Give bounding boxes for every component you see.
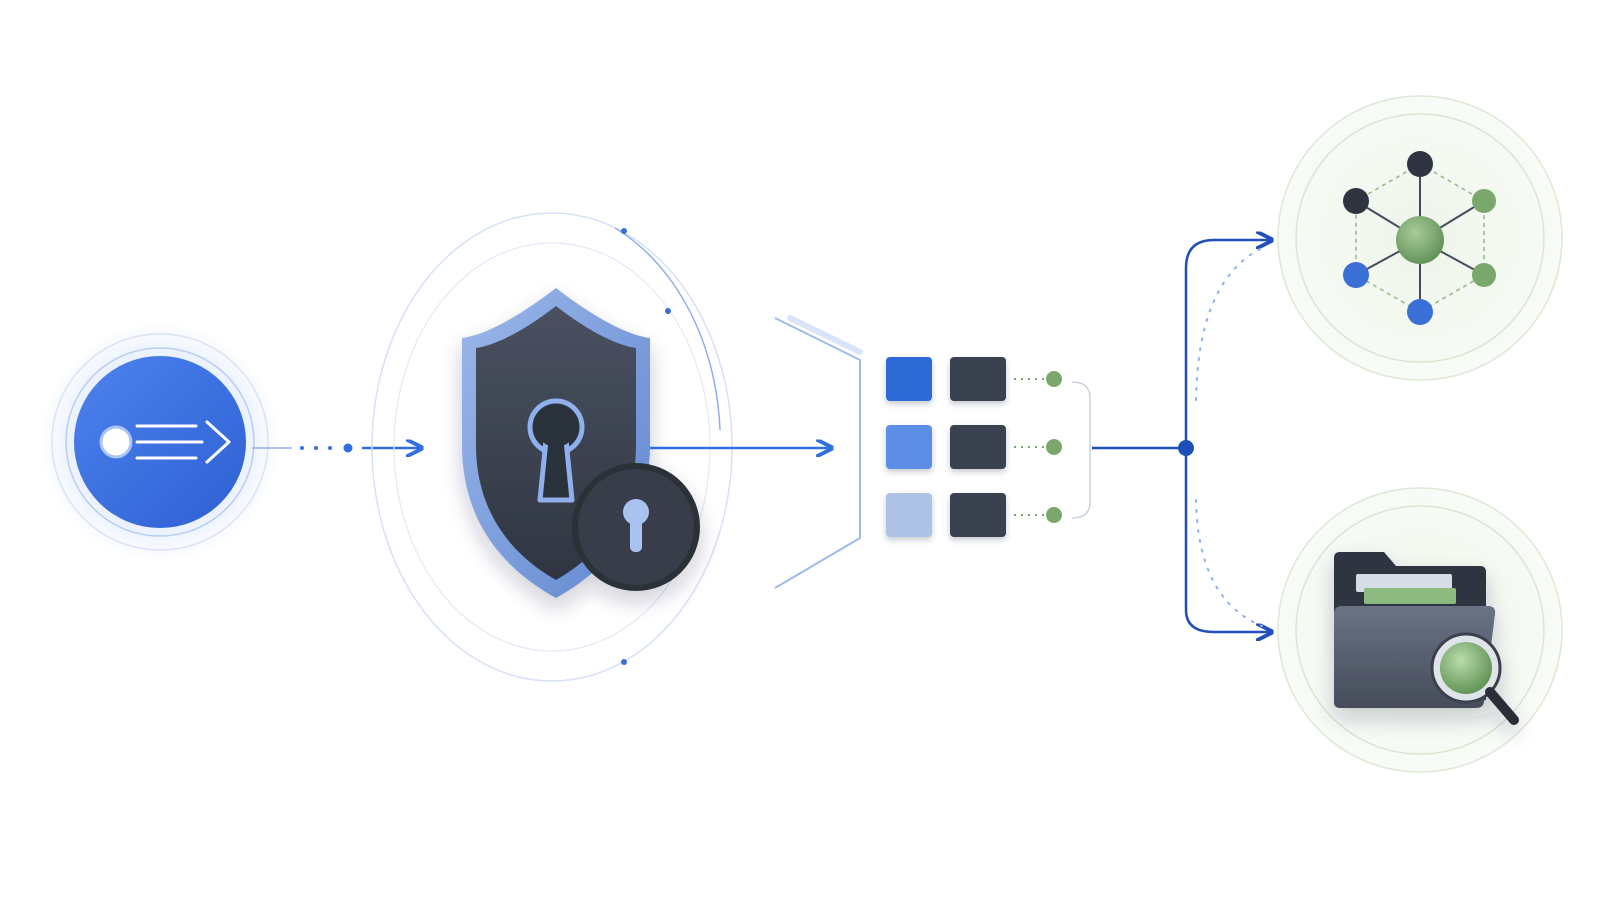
- branch-to-graph: [1184, 240, 1270, 448]
- funnel-bracket: [774, 315, 863, 589]
- data-block-colored: [886, 493, 932, 537]
- data-block-colored: [886, 357, 932, 401]
- network-graph-icon: [1343, 151, 1496, 325]
- graph-inner-ring: [1295, 113, 1545, 363]
- row-end-node: [1046, 439, 1062, 455]
- orbit-dot: [665, 308, 671, 314]
- row-end-node: [1046, 371, 1062, 387]
- orbit-dot: [621, 228, 627, 234]
- block-row: [886, 357, 1062, 401]
- source-inner-ring: [65, 347, 255, 537]
- block-row: [886, 425, 1062, 469]
- data-block-dark: [950, 425, 1006, 469]
- security-node: [371, 212, 733, 682]
- source-node: [40, 322, 280, 562]
- shield-keyhole-lock-icon: [462, 288, 700, 598]
- source-outer-ring: [51, 333, 269, 551]
- security-orbit-arc: [614, 227, 721, 431]
- row-end-node: [1046, 507, 1062, 523]
- search-node: [1277, 487, 1563, 773]
- stream-arrow-icon: [99, 420, 231, 464]
- orbit-dot: [621, 659, 627, 665]
- data-block-colored: [886, 425, 932, 469]
- folder-search-icon: [1334, 552, 1519, 725]
- dotted-branch-graph: [1195, 247, 1263, 401]
- graph-node: [1277, 95, 1563, 381]
- block-grid-icon: [886, 357, 1062, 537]
- partition-node: [774, 315, 1091, 589]
- branch-to-search: [1184, 448, 1270, 632]
- dotted-branch-search: [1195, 499, 1263, 627]
- block-row: [886, 493, 1062, 537]
- connector-partition-branch: [1092, 240, 1270, 632]
- search-inner-ring: [1295, 505, 1545, 755]
- data-block-dark: [950, 493, 1006, 537]
- rows-merge-bracket: [1071, 381, 1091, 519]
- data-block-dark: [950, 357, 1006, 401]
